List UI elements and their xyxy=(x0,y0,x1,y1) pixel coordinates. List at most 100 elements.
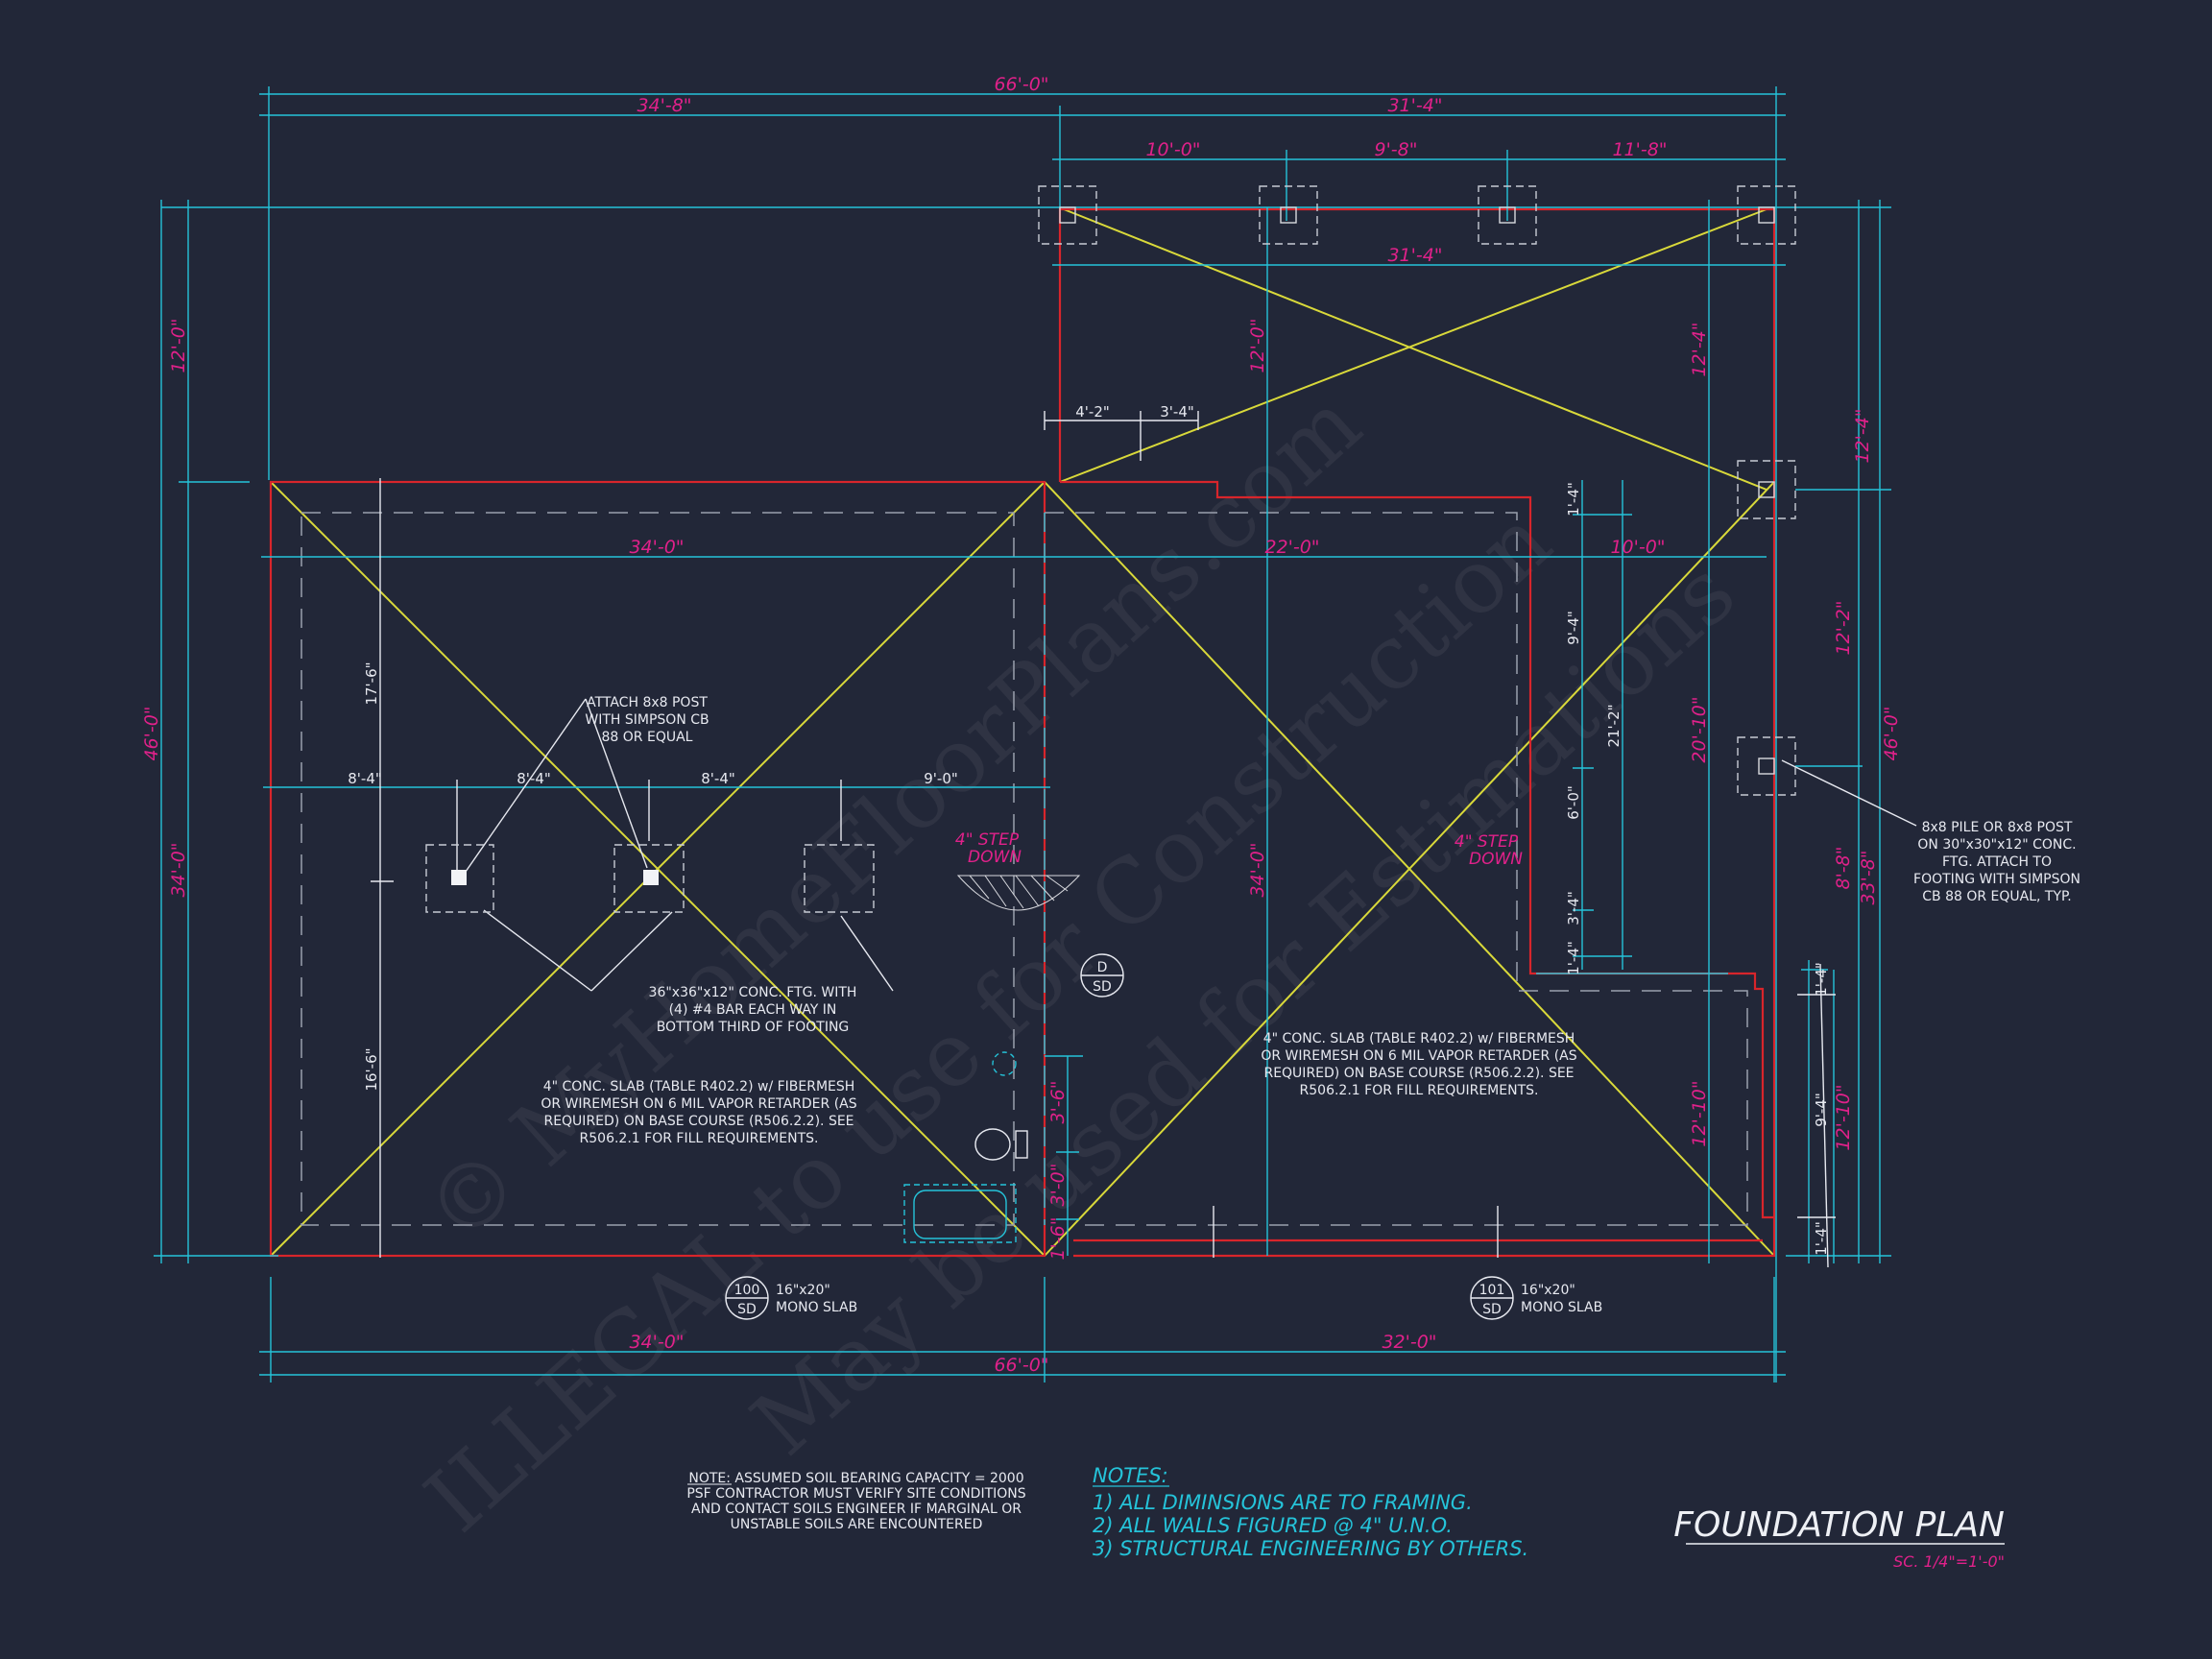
dim-clo-d: 3'-4" xyxy=(1565,891,1582,926)
step-down-left-label: 4" STEP DOWN xyxy=(955,830,1022,867)
general-notes: NOTES: 1) ALL DIMINSIONS ARE TO FRAMING.… xyxy=(1093,1464,1528,1560)
step-down-right-label: 4" STEP DOWN xyxy=(1455,832,1523,869)
footing-note: 36"x36"x12" CONC. FTG. WITH (4) #4 BAR E… xyxy=(649,985,857,1035)
leader-lines xyxy=(371,411,1917,1268)
drawing-scale: SC. 1/4"=1'-0" xyxy=(1893,1552,2005,1571)
dim-left-outer: 46'-0" xyxy=(141,706,162,760)
dim-ftg-c: 8'-4" xyxy=(701,770,735,787)
footings xyxy=(425,185,1796,913)
note-3: 3) STRUCTURAL ENGINEERING BY OTHERS. xyxy=(1093,1537,1528,1560)
svg-text:OR WIREMESH ON 6 MIL VAPOR RET: OR WIREMESH ON 6 MIL VAPOR RETARDER (AS xyxy=(1261,1048,1576,1064)
section-100-label-2: MONO SLAB xyxy=(776,1300,857,1315)
dim-sr-a: 1'-4" xyxy=(1813,962,1830,997)
soil-note: NOTE: ASSUMED SOIL BEARING CAPACITY = 20… xyxy=(686,1471,1025,1532)
svg-text:DOWN: DOWN xyxy=(968,848,1022,867)
section-101-label-2: MONO SLAB xyxy=(1521,1300,1602,1315)
note-2: 2) ALL WALLS FIGURED @ 4" U.N.O. xyxy=(1093,1514,1453,1537)
dim-bottom-left: 34'-0" xyxy=(629,1332,684,1353)
pile-note: 8x8 PILE OR 8x8 POST ON 30"x30"x12" CONC… xyxy=(1913,820,2080,904)
svg-text:ATTACH 8x8 POST: ATTACH 8x8 POST xyxy=(587,695,708,710)
dim-porch-inner: 31'-4" xyxy=(1387,245,1442,266)
svg-text:WITH SIMPSON CB: WITH SIMPSON CB xyxy=(585,712,709,728)
dim-main-right: 10'-0" xyxy=(1610,537,1665,558)
svg-text:ON 30"x30"x12" CONC.: ON 30"x30"x12" CONC. xyxy=(1917,837,2076,853)
svg-text:8x8 PILE OR 8x8 POST: 8x8 PILE OR 8x8 POST xyxy=(1922,820,2073,835)
dim-bath-a: 3'-6" xyxy=(1047,1081,1069,1124)
svg-text:CB 88 OR EQUAL, TYP.: CB 88 OR EQUAL, TYP. xyxy=(1922,889,2072,904)
drawing-title: FOUNDATION PLAN xyxy=(1673,1505,2005,1545)
dim-clo-b: 9'-4" xyxy=(1565,611,1582,645)
dim-inner-top-a: 4'-2" xyxy=(1075,403,1110,421)
plumbing-fixtures xyxy=(903,1051,1017,1243)
dim-clo-total: 21'-2" xyxy=(1605,704,1623,747)
svg-text:88 OR EQUAL: 88 OR EQUAL xyxy=(602,730,693,745)
dim-bath-c: 1'-6" xyxy=(1047,1217,1069,1261)
dim-clo-c: 6'-0" xyxy=(1565,785,1582,820)
note-1: 1) ALL DIMINSIONS ARE TO FRAMING. xyxy=(1093,1491,1473,1514)
dim-ftg-b: 8'-4" xyxy=(517,770,551,787)
dimension-lines xyxy=(154,86,1891,1382)
svg-text:FOOTING WITH SIMPSON: FOOTING WITH SIMPSON xyxy=(1913,872,2080,887)
dim-top-right: 31'-4" xyxy=(1387,95,1442,116)
dim-top-overall: 66'-0" xyxy=(994,74,1048,95)
dim-ftg-v2: 16'-6" xyxy=(363,1047,380,1091)
section-marker-bubbles xyxy=(725,953,1514,1320)
dim-right-c: 12'-10" xyxy=(1833,1084,1854,1150)
dim-left-main: 34'-0" xyxy=(168,842,189,897)
svg-text:4" STEP: 4" STEP xyxy=(1455,832,1519,852)
dim-top-c: 11'-8" xyxy=(1612,139,1667,160)
section-100-label-1: 16"x20" xyxy=(776,1283,830,1298)
dim-bath-b: 3'-0" xyxy=(1047,1164,1069,1207)
dim-left-top: 12'-0" xyxy=(168,318,189,373)
dim-right-b: 8'-8" xyxy=(1833,847,1854,890)
dim-right-d: 33'-8" xyxy=(1858,850,1879,904)
slab-edge-lines xyxy=(301,512,1748,1226)
small-dimension-labels: 4'-2" 3'-4" 8'-4" 8'-4" 8'-4" 9'-0" 17'-… xyxy=(348,403,1830,1256)
dim-ftg-v1: 17'-6" xyxy=(363,661,380,705)
svg-text:REQUIRED) ON BASE COURSE (R506: REQUIRED) ON BASE COURSE (R506.2.2). SEE xyxy=(543,1114,854,1129)
toilet xyxy=(974,1128,1028,1161)
svg-text:(4) #4 BAR EACH WAY IN: (4) #4 BAR EACH WAY IN xyxy=(669,1002,837,1018)
svg-text:UNSTABLE SOILS ARE ENCOUNTERED: UNSTABLE SOILS ARE ENCOUNTERED xyxy=(731,1517,983,1532)
svg-text:NOTE: ASSUMED SOIL BEARING CAP: NOTE: ASSUMED SOIL BEARING CAPACITY = 20… xyxy=(688,1471,1023,1486)
svg-text:AND CONTACT SOILS ENGINEER IF: AND CONTACT SOILS ENGINEER IF MARGINAL O… xyxy=(691,1502,1022,1517)
dim-right-a: 12'-2" xyxy=(1833,600,1854,655)
dim-top-a: 10'-0" xyxy=(1145,139,1200,160)
section-d-number: D xyxy=(1097,960,1108,975)
dim-top-b: 9'-8" xyxy=(1375,139,1418,160)
dim-mid-v3: 12'-10" xyxy=(1689,1080,1710,1146)
section-101-label-1: 16"x20" xyxy=(1521,1283,1575,1298)
dim-mid-v: 34'-0" xyxy=(1247,842,1268,897)
dim-clo-e: 1'-4" xyxy=(1565,941,1582,975)
dim-mid-v2: 20'-10" xyxy=(1689,696,1710,762)
dim-right-outer: 46'-0" xyxy=(1881,706,1902,760)
dim-bottom-right: 32'-0" xyxy=(1382,1332,1436,1353)
notes-heading: NOTES: xyxy=(1093,1464,1168,1487)
dim-sr-b: 9'-4" xyxy=(1813,1093,1830,1127)
svg-text:OR WIREMESH ON 6 MIL VAPOR RET: OR WIREMESH ON 6 MIL VAPOR RETARDER (AS xyxy=(541,1096,856,1112)
dim-main-left: 34'-0" xyxy=(629,537,684,558)
svg-text:REQUIRED) ON BASE COURSE (R506: REQUIRED) ON BASE COURSE (R506.2.2). SEE xyxy=(1263,1066,1574,1081)
slab-note-right: 4" CONC. SLAB (TABLE R402.2) w/ FIBERMES… xyxy=(1261,1031,1576,1098)
dim-sr-c: 1'-4" xyxy=(1813,1221,1830,1256)
dim-right-top: 12'-4" xyxy=(1852,408,1873,463)
dimension-labels: 66'-0" 34'-8" 31'-4" 10'-0" 9'-8" 11'-8"… xyxy=(141,74,1902,1376)
dim-top-left: 34'-8" xyxy=(637,95,691,116)
dim-bottom-overall: 66'-0" xyxy=(994,1355,1048,1376)
dim-main-mid: 22'-0" xyxy=(1264,537,1319,558)
dim-clo-a: 1'-4" xyxy=(1565,482,1582,517)
svg-text:FTG. ATTACH TO: FTG. ATTACH TO xyxy=(1942,854,2052,870)
svg-text:4" STEP: 4" STEP xyxy=(955,830,1020,850)
hip-lines xyxy=(270,208,1775,1257)
section-100-number: 100 xyxy=(734,1283,760,1298)
section-101-number: 101 xyxy=(1479,1283,1505,1298)
svg-text:36"x36"x12" CONC. FTG. WITH: 36"x36"x12" CONC. FTG. WITH xyxy=(649,985,857,1000)
dim-porch-v2: 12'-4" xyxy=(1689,322,1710,376)
svg-text:PSF CONTRACTOR MUST VERIFY SIT: PSF CONTRACTOR MUST VERIFY SITE CONDITIO… xyxy=(686,1486,1025,1502)
post-note: ATTACH 8x8 POST WITH SIMPSON CB 88 OR EQ… xyxy=(585,695,709,745)
svg-text:4" CONC. SLAB (TABLE R402.2) w: 4" CONC. SLAB (TABLE R402.2) w/ FIBERMES… xyxy=(1263,1031,1575,1046)
svg-text:BOTTOM THIRD OF FOOTING: BOTTOM THIRD OF FOOTING xyxy=(657,1020,850,1035)
step-down-hatch xyxy=(956,875,1081,911)
